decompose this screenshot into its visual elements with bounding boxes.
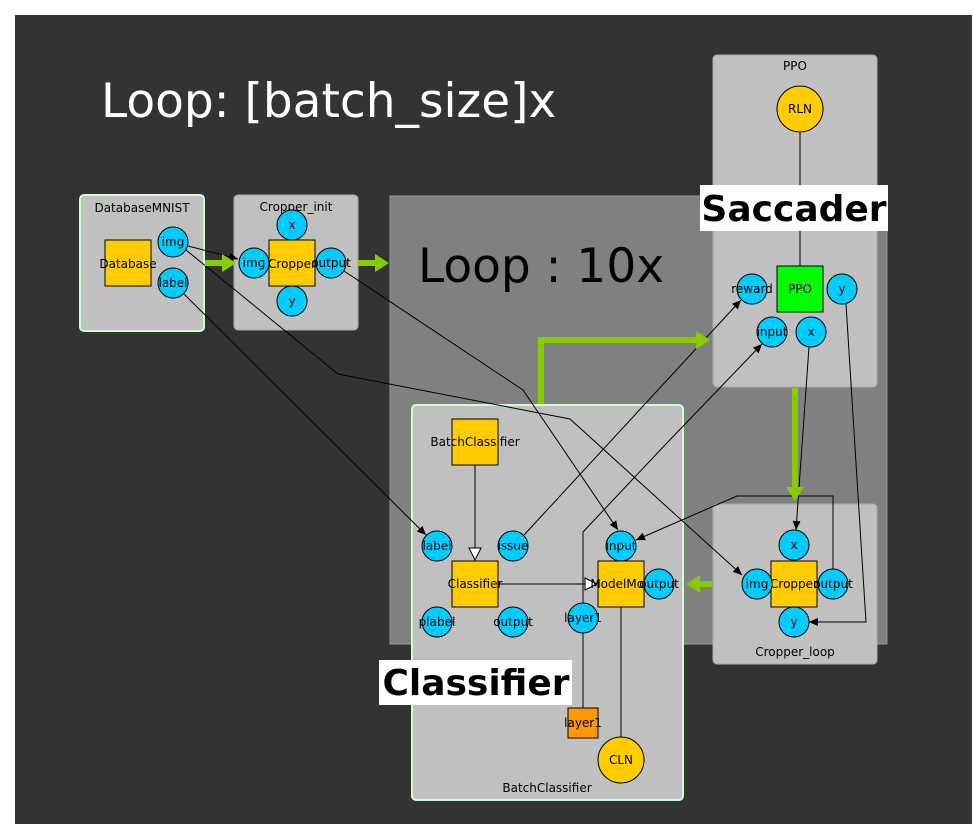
classifier-block-label: Classifier bbox=[448, 577, 503, 591]
classifier-issue-port-label: issue bbox=[498, 539, 529, 553]
cropper-init-output-port[interactable] bbox=[315, 247, 347, 279]
batch-classifier-title: BatchClassifier bbox=[502, 781, 591, 795]
classifier-label-port[interactable] bbox=[421, 530, 453, 562]
cropper-loop-y-port-label: y bbox=[790, 615, 797, 629]
cropper-loop-block-label: Cropper bbox=[770, 577, 818, 591]
link-cropper-init-output-to-model-input bbox=[343, 270, 619, 531]
link-layer1-to-ppo-input bbox=[582, 343, 763, 603]
model-output-port[interactable] bbox=[643, 568, 675, 600]
database-img-port-label: img bbox=[162, 235, 185, 249]
ppo-input-port[interactable] bbox=[756, 316, 788, 348]
cropper-loop-x-port[interactable] bbox=[778, 529, 810, 561]
model-module-block-label: ModelMod bbox=[590, 577, 651, 591]
ppo-x-port[interactable] bbox=[795, 316, 827, 348]
cropper-init-block-label: Cropper bbox=[268, 257, 316, 271]
database-label-port[interactable] bbox=[157, 267, 189, 299]
layer1-block-label: layer1 bbox=[564, 716, 602, 730]
classifier-label-port-label: label bbox=[422, 539, 451, 553]
cropper-init-y-port-label: y bbox=[288, 294, 295, 308]
cropper-init-title: Cropper_init bbox=[260, 200, 333, 214]
ppo-y-port[interactable] bbox=[826, 273, 858, 305]
flow-cropper-init-to-loop-head bbox=[375, 254, 389, 272]
cln-label: CLN bbox=[609, 753, 633, 767]
saccader-label: Saccader bbox=[701, 189, 886, 230]
model-output-port-label: output bbox=[639, 577, 679, 591]
ppo-input-port-label: input bbox=[757, 325, 788, 339]
model-layer1-port-label: layer1 bbox=[564, 611, 602, 625]
cropper-init-output-port-label: output bbox=[311, 256, 351, 270]
link-db-img-to-cropper-loop bbox=[185, 249, 743, 576]
classifier-issue-port[interactable] bbox=[497, 530, 529, 562]
ppo-rln-node[interactable] bbox=[776, 85, 824, 133]
batch-classifier-top-block-label: BatchClassifier bbox=[430, 435, 519, 449]
classifier-plabel-port-label: plabel bbox=[419, 615, 456, 629]
database-label-port-label: label bbox=[158, 276, 187, 290]
flow-classifier-to-ppo-head bbox=[696, 331, 710, 349]
database-block[interactable] bbox=[104, 239, 152, 287]
classifier-plabel-port[interactable] bbox=[421, 606, 453, 638]
classifier-block[interactable] bbox=[451, 560, 499, 608]
link-cropper-loop-output-to-model-input bbox=[635, 495, 834, 569]
cropper-loop-module: Cropper_loop Cropper x img output y bbox=[712, 503, 878, 665]
flow-cropper-loop-to-classifier-head bbox=[686, 575, 700, 593]
cropper-loop-title: Cropper_loop bbox=[755, 645, 835, 659]
connections bbox=[183, 245, 867, 626]
batch-classifier-top-block[interactable] bbox=[451, 418, 499, 466]
link-db-img-to-cropper-init bbox=[187, 245, 239, 261]
cropper-init-x-port[interactable] bbox=[276, 209, 308, 241]
cropper-init-module: Cropper_init Cropper x img output y bbox=[233, 194, 359, 331]
cropper-init-y-port[interactable] bbox=[276, 285, 308, 317]
ppo-block[interactable] bbox=[776, 265, 824, 313]
link-db-label-to-classifier-label bbox=[183, 293, 427, 536]
model-input-port-label: input bbox=[606, 539, 637, 553]
cropper-loop-x-port-label: x bbox=[790, 538, 797, 552]
batch-classifier-module: BatchClassifier BatchClassifier Classifi… bbox=[411, 404, 684, 801]
ppo-x-port-label: x bbox=[807, 325, 814, 339]
ppo-title: PPO bbox=[783, 59, 807, 73]
classifier-output-port-label: output bbox=[493, 615, 533, 629]
cropper-loop-img-port[interactable] bbox=[741, 568, 773, 600]
model-input-port[interactable] bbox=[605, 530, 637, 562]
ppo-rln-label: RLN bbox=[788, 102, 812, 116]
classifier-banner bbox=[379, 660, 572, 705]
flow-arrows bbox=[205, 254, 804, 593]
cln-node[interactable] bbox=[597, 736, 645, 784]
classifier-label: Classifier bbox=[382, 663, 569, 704]
cropper-init-img-port-label: img bbox=[243, 256, 266, 270]
link-ppo-y-to-cropper-loop-y bbox=[809, 303, 867, 626]
classifier-output-port[interactable] bbox=[497, 606, 529, 638]
flow-classifier-to-ppo bbox=[538, 337, 696, 404]
link-ppo-x-to-cropper-loop-x bbox=[792, 346, 810, 531]
ppo-reward-port-label: reward bbox=[731, 282, 773, 296]
cropper-init-img-port[interactable] bbox=[238, 247, 270, 279]
cropper-loop-output-port-label: output bbox=[813, 577, 853, 591]
database-img-port[interactable] bbox=[157, 226, 189, 258]
layer1-block[interactable] bbox=[567, 707, 599, 739]
ppo-reward-port[interactable] bbox=[736, 273, 768, 305]
cropper-init-x-port-label: x bbox=[288, 218, 295, 232]
flow-db-to-cropper-init-head bbox=[222, 254, 236, 272]
saccader-banner bbox=[700, 185, 888, 231]
cropper-loop-block[interactable] bbox=[770, 560, 818, 608]
database-block-label: Database bbox=[99, 257, 156, 271]
ppo-y-port-label: y bbox=[838, 282, 845, 296]
flow-ppo-to-cropper-loop-head bbox=[786, 487, 804, 501]
inner-loop-label: Loop : 10x bbox=[418, 239, 664, 294]
model-module-block[interactable] bbox=[597, 560, 645, 608]
ppo-block-label: PPO bbox=[788, 282, 812, 296]
database-mnist-title: DatabaseMNIST bbox=[94, 201, 190, 215]
cropper-loop-img-port-label: img bbox=[746, 577, 769, 591]
cropper-init-block[interactable] bbox=[268, 239, 316, 287]
outer-loop-label: Loop: [batch_size]x bbox=[101, 74, 556, 129]
database-mnist-module: DatabaseMNIST Database img label bbox=[79, 194, 205, 332]
